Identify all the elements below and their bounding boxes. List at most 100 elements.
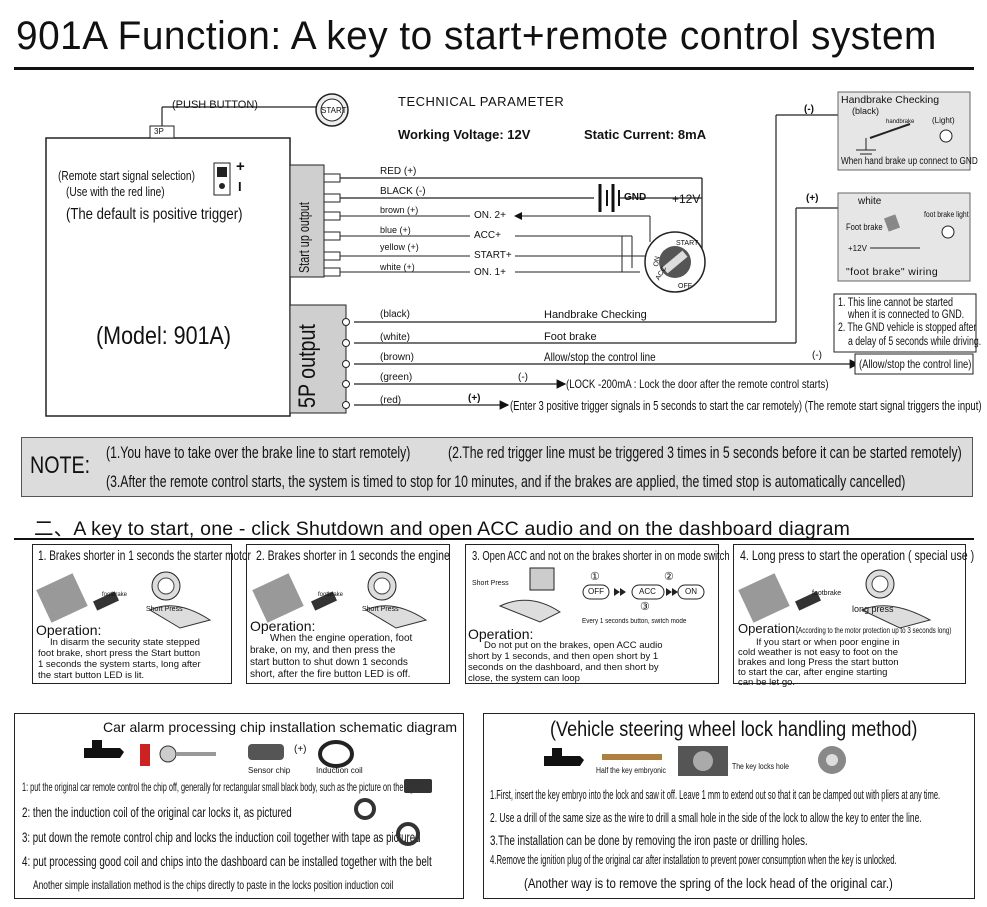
p5-white-label: (white) <box>380 332 411 343</box>
startup-terminal <box>323 251 341 261</box>
handbrake-icon <box>856 123 911 155</box>
dest-acc: ACC+ <box>474 230 501 241</box>
footbrake-light: foot brake light <box>924 210 969 219</box>
p5-red-desc: (Enter 3 positive trigger signals in 5 s… <box>510 399 982 413</box>
p5-terminal <box>342 401 350 409</box>
foot-brake-light-icon <box>941 225 955 239</box>
panel-1-text-2: foot brake, short press the Start button <box>38 648 201 659</box>
section2-title: 二、A key to start, one - click Shutdown a… <box>34 518 851 540</box>
panel-1-press: Short Press <box>146 606 183 613</box>
notes-right-box <box>833 293 977 353</box>
half-key-icon <box>602 754 662 760</box>
chip-photo-1 <box>404 779 432 793</box>
voltage-text: Working Voltage: 12V <box>398 127 531 142</box>
panel-1-button-icon <box>148 571 212 629</box>
panel-4-text-5: can be let go. <box>738 677 796 688</box>
wiring-diagram <box>45 91 977 417</box>
p5-red-sign: (+) <box>468 393 481 404</box>
panel-3-num-2: ② <box>664 571 674 583</box>
note-line1a: (1.You have to take over the brake line … <box>106 443 411 462</box>
handbrake-sub: (black) <box>852 106 880 116</box>
panel-3 <box>465 544 719 684</box>
v12-label: +12V <box>672 192 701 206</box>
dest-start: START+ <box>474 250 512 261</box>
panel-3-op: Operation: <box>468 626 534 642</box>
panel-2-foot: footbrake <box>318 592 344 598</box>
p5-black-label: (black) <box>380 309 411 320</box>
lock-step-1: 1.First, insert the key embryo into the … <box>490 788 941 802</box>
tech-param-heading: TECHNICAL PARAMETER <box>398 94 565 109</box>
wire-white-label: white (+) <box>380 262 415 272</box>
panel-4-text-2: cold weather is not easy to foot on the <box>738 647 899 658</box>
startup-output-block <box>289 164 325 278</box>
wire-brown-label: brown (+) <box>380 205 419 215</box>
startup-terminal <box>323 267 341 277</box>
chip-step-4: 4: put processing good coil and chips in… <box>22 853 432 869</box>
section2-rule <box>14 538 974 540</box>
jumper-minus: I <box>238 179 242 194</box>
5p-output-label: 5P output <box>294 324 321 408</box>
panel-3-text-2: short by 1 seconds, and then open short … <box>468 651 659 662</box>
chip-step-3: 3: put down the remote control chip and … <box>22 829 421 845</box>
footbrake-sign: (+) <box>806 193 819 204</box>
panel-4-foot: footbrake <box>812 590 842 597</box>
panel-2-button-icon <box>364 571 428 629</box>
footbrake-word: Foot brake <box>846 222 883 232</box>
p5-terminal <box>342 339 350 347</box>
pointing-hand-icon <box>84 740 124 758</box>
panel-1 <box>32 544 232 684</box>
chip-coil-label: Induction coil <box>316 766 363 775</box>
panel-2-op: Operation: <box>250 618 316 634</box>
panel-2-text-1: When the engine operation, foot <box>270 633 413 644</box>
5p-output-block <box>289 304 347 414</box>
induction-coil-icon <box>318 740 354 768</box>
note-line1b: (2.The red trigger line must be triggere… <box>448 443 962 462</box>
chip-step-2: 2: then the induction coil of the origin… <box>22 804 292 820</box>
panel-1-title: 1. Brakes shorter in 1 seconds the start… <box>38 547 251 563</box>
panel-1-footbrake-icon <box>36 573 119 623</box>
panel-3-mode-switch <box>582 584 705 600</box>
page-title: 901A Function: A key to start+remote con… <box>16 14 937 58</box>
right-note-1: 1. This line cannot be started <box>838 297 954 309</box>
p5-terminal <box>342 318 350 326</box>
p5-red-label: (red) <box>380 395 402 406</box>
startup-output-label: Start up output <box>296 202 313 273</box>
chip-plus: (+) <box>294 744 307 755</box>
lock-illustrations <box>544 746 846 776</box>
module-body <box>45 137 291 417</box>
p5-terminal <box>342 360 350 368</box>
steering-lock-box <box>483 713 975 899</box>
panel-4-footbrake-icon <box>738 573 821 623</box>
pointing-hand-icon <box>544 748 584 766</box>
p5-green-label: (green) <box>380 372 413 383</box>
right-note-4: a delay of 5 seconds while driving. <box>848 336 982 348</box>
lock-step-4: 4.Remove the ignition plug of the origin… <box>490 853 897 867</box>
panel-1-foot: footbrake <box>102 592 128 598</box>
selection-line1: (Remote start signal selection) <box>58 168 195 183</box>
footbrake-wire: white <box>858 196 882 207</box>
chip-sensor-label: Sensor chip <box>248 766 291 775</box>
right-note-3: 2. The GND vehicle is stopped after <box>838 322 977 334</box>
panel-3-text-4: close, the system can loop <box>468 673 580 684</box>
p5-green-desc: (LOCK -200mA : Lock the door after the r… <box>566 377 829 391</box>
coil-photo-3 <box>396 822 420 846</box>
startup-terminal <box>323 231 341 241</box>
panel-2-footbrake-icon <box>252 573 337 623</box>
push-button-label: (PUSH BUTTON) <box>172 99 258 111</box>
chip-footer: Another simple installation method is th… <box>33 878 394 892</box>
lock-half-key-label: Half the key embryonic <box>596 766 666 775</box>
note-box <box>21 437 973 497</box>
p5-white-desc: Foot brake <box>544 331 597 343</box>
panel-3-press: Short Press <box>472 580 509 587</box>
battery-icon <box>598 184 702 212</box>
panel-2-text-2: brake, on my, and then press the <box>250 645 396 656</box>
panel-2-title: 2. Brakes shorter in 1 seconds the engin… <box>256 547 450 563</box>
panel-2-press: Short Press <box>362 606 399 613</box>
coil-photo-2 <box>354 798 376 820</box>
handbrake-title: Handbrake Checking <box>841 94 940 106</box>
panel-1-text-4: the start button LED is lit. <box>38 670 145 681</box>
panel-4 <box>733 544 966 684</box>
footbrake-caption: "foot brake" wiring <box>846 266 939 278</box>
p5-terminal <box>342 380 350 388</box>
lock-hole-icon <box>678 746 728 776</box>
